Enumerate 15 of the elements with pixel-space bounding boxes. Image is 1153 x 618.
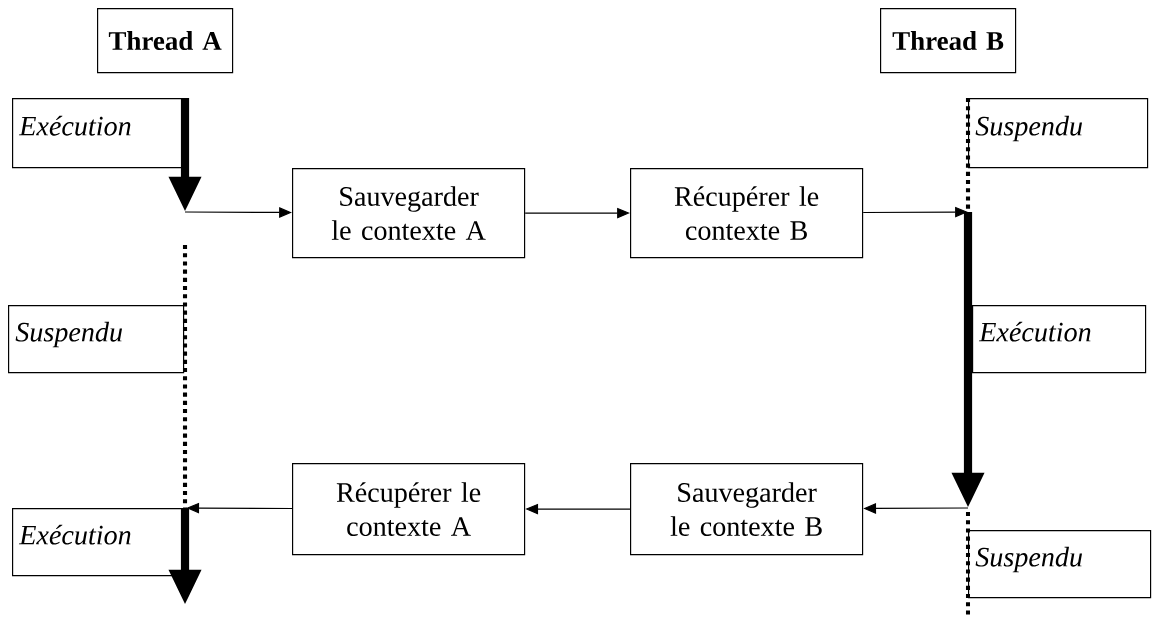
state-box: Suspendu [968,98,1149,169]
process-box: Récupérer le contexte B [630,168,864,259]
state-box: Exécution [12,508,187,577]
label-box: Thread B [880,8,1017,74]
state-box: Suspendu [968,530,1152,599]
state-box: Exécution [972,305,1147,374]
arrow [524,207,630,219]
state-box: Suspendu [8,305,185,374]
arrow [862,206,968,218]
state-box: Exécution [12,98,187,169]
process-box: Récupérer le contexte A [292,463,526,556]
label-box: Thread A [97,8,234,74]
arrow [184,207,292,218]
process-box: Sauvegarder le contexte A [292,168,526,259]
process-box: Sauvegarder le contexte B [630,463,864,556]
